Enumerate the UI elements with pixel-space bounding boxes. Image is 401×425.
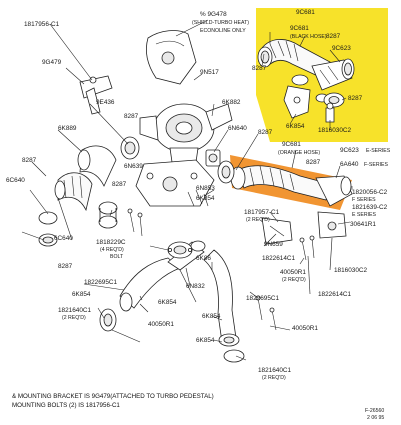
downpipe-right <box>203 249 240 347</box>
label-1816030c2-yellow: 1816030C2 <box>318 127 351 134</box>
label-6k854-middle: 6K854 <box>196 195 215 202</box>
bracket-9n659 <box>261 217 293 245</box>
label-1822614c1-b: 1822614C1 <box>318 291 351 298</box>
label-1822614c1-a: 1822614C1 <box>262 255 295 262</box>
figure-number: F-26560 <box>365 408 384 414</box>
label-e-series: E-SERIES <box>366 148 391 154</box>
label-8287-y3: 8287 <box>348 95 363 102</box>
turbo-pedestal <box>135 159 215 207</box>
label-f-series-2: F SERIES <box>352 197 376 203</box>
label-6k889: 6K889 <box>58 125 77 132</box>
label-1821640c1-a: 1821640C1 <box>58 307 91 314</box>
label-6c640: 6C640 <box>6 177 25 184</box>
label-8287-y2: 8287 <box>252 65 267 72</box>
label-6k854-d: 6K854 <box>196 337 215 344</box>
label-shield-turbo-heat: (SHIELD-TURBO HEAT) <box>192 20 249 26</box>
flange-6n832 <box>167 241 193 259</box>
label-8287-a: 8287 <box>124 113 139 120</box>
label-9c681-yellow-2: 9C681 <box>290 25 309 32</box>
label-1816030c2-b: 1816030C2 <box>334 267 367 274</box>
label-9c681-orange: 9C681 <box>282 141 301 148</box>
label-6k854-b: 6K854 <box>158 299 177 306</box>
label-9g479: 9G479 <box>42 59 62 66</box>
label-econoline-only: ECONOLINE ONLY <box>200 28 246 34</box>
label-1818229c: 1818229C <box>96 239 126 246</box>
clamp-orange <box>217 160 235 184</box>
label-6k854-a: 6K854 <box>72 291 91 298</box>
footnote-line-2: MOUNTING BOLTS (2) IS 1817956-C1 <box>12 402 120 409</box>
bolts-right <box>299 235 315 261</box>
heat-shield-9g478 <box>146 30 197 85</box>
turbocharger <box>139 103 233 163</box>
label-2-reqd-a: (2 REQ'D) <box>246 217 270 223</box>
label-40050r1-a: 40050R1 <box>280 269 306 276</box>
label-orange-hose: (ORANGE HOSE) <box>278 150 320 156</box>
elbow-9c623-lower <box>315 175 353 207</box>
label-6k854-c: 6K854 <box>202 313 221 320</box>
label-2-reqd-b: (2 REQ'D) <box>282 277 306 283</box>
label-1820056c2: 1820056-C2 <box>352 189 388 196</box>
label-6k854-yellow: 6K854 <box>286 123 305 130</box>
label-6n640: 6N640 <box>228 125 247 132</box>
pipe-6c640 <box>54 172 93 212</box>
label-9c623-yellow: 9C623 <box>332 45 351 52</box>
mounting-bracket-9g479 <box>79 75 113 115</box>
label-1822695c1-a: 1822695C1 <box>84 279 117 286</box>
label-e-series-2: E SERIES <box>352 212 376 218</box>
gasket-lower-right <box>223 349 245 363</box>
part-labels: 1817956-C1 % 9G478 (SHIELD-TURBO HEAT) E… <box>6 9 391 381</box>
label-9e436: 9E436 <box>96 99 115 106</box>
label-1817956c1-top: 1817956-C1 <box>24 21 60 28</box>
bracket-right-30641r1 <box>317 211 347 239</box>
gasket-lower-left <box>99 308 117 332</box>
label-6k86: 6K86 <box>196 255 211 262</box>
label-1821640c1-b: 1821640C1 <box>258 367 291 374</box>
label-8287-d: 8287 <box>112 181 127 188</box>
label-4-reqd: (4 REQ'D) <box>100 247 124 253</box>
label-30641r1: 30641R1 <box>350 221 376 228</box>
label-8287-b: 8287 <box>22 157 37 164</box>
footnote-line-1: & MOUNTING BRACKET IS 9G479(ATTACHED TO … <box>12 393 214 400</box>
label-6c640-b: 6C640 <box>54 235 73 242</box>
orange-hose-9c681 <box>230 165 331 201</box>
label-9c681-yellow: 9C681 <box>296 9 315 16</box>
elbow-6k889 <box>77 145 117 187</box>
label-6a640: 6A640 <box>340 161 359 168</box>
bolt-yellow <box>325 102 335 123</box>
label-f-series: F-SERIES <box>364 162 388 168</box>
label-1817957c1: 1817957-C1 <box>244 209 280 216</box>
label-1822695c1-b: 1822695C1 <box>246 295 279 302</box>
leader-lines <box>21 19 353 361</box>
label-9n517: 9N517 <box>200 69 219 76</box>
gasket-9e436 <box>120 136 140 160</box>
label-2-reqd-d: (2 REQ'D) <box>262 375 286 381</box>
label-8287-o: 8287 <box>306 159 321 166</box>
label-9n659: 9N659 <box>264 241 283 248</box>
label-8287-c: 8287 <box>258 129 273 136</box>
figure-date: 2 06 95 <box>367 415 384 421</box>
clamps-left-lower <box>38 211 58 247</box>
label-9c623-orange: 9C623 <box>340 147 359 154</box>
label-black-hose: (BLACK HOSE) <box>290 34 327 40</box>
bracket-6k854-yellow <box>283 85 311 119</box>
label-40050r1-c: 40050R1 <box>292 325 318 332</box>
label-8287-e: 8287 <box>58 263 73 270</box>
label-6n853: 6N853 <box>196 185 215 192</box>
label-8287-y1: 8287 <box>326 33 341 40</box>
gasket-6k882 <box>205 149 221 167</box>
bolts-6n853 <box>187 189 209 207</box>
label-6n639: 6N639 <box>124 163 143 170</box>
intake-elbow-9c623 <box>311 58 355 91</box>
label-2-reqd-c: (2 REQ'D) <box>62 315 86 321</box>
label-40050r1-b: 40050R1 <box>148 321 174 328</box>
label-bolt: BOLT <box>110 254 124 260</box>
label-6n832: 6N832 <box>186 283 205 290</box>
clamp-left-8287 <box>98 201 118 229</box>
bolts-left <box>127 208 143 237</box>
label-9g478: % 9G478 <box>200 11 227 18</box>
label-1821639c2: 1821639-C2 <box>352 204 388 211</box>
label-6k882: 6K882 <box>222 99 241 106</box>
